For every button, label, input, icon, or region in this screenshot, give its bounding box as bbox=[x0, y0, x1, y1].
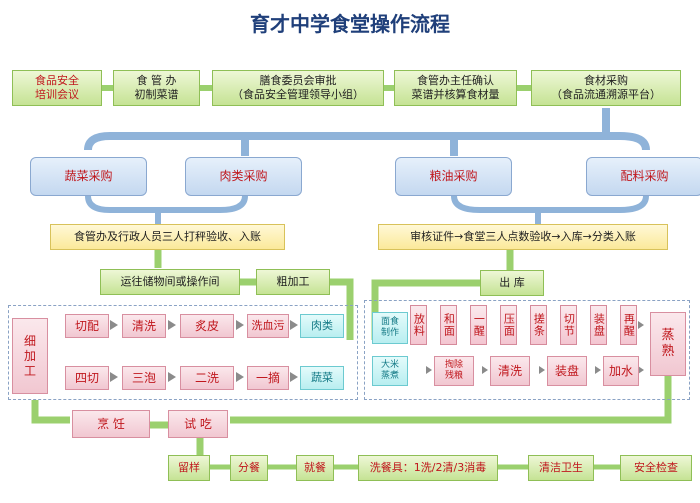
rough-to-meat bbox=[330, 278, 354, 340]
step-draft-menu: 食 管 办 初制菜谱 bbox=[113, 70, 200, 106]
transport-box: 运往储物间或操作间 bbox=[100, 269, 240, 295]
rice-step-3: 装盘 bbox=[547, 356, 587, 386]
step-serve: 分餐 bbox=[230, 455, 268, 481]
noodle-step-5: 搓条 bbox=[530, 305, 547, 345]
veg-source: 蔬菜 bbox=[300, 366, 344, 390]
staple-region bbox=[364, 300, 690, 400]
page-title: 育才中学食堂操作流程 bbox=[250, 12, 450, 36]
step-purchase: 食材采购 （食品流通溯源平台） bbox=[531, 70, 681, 106]
step-director-confirm: 食管办主任确认 菜谱并核算食材量 bbox=[394, 70, 517, 106]
seasoning-purchase: 配料采购 bbox=[586, 157, 700, 196]
grain-oil-purchase: 粮油采购 bbox=[395, 157, 512, 196]
out-of-stock: 出 库 bbox=[480, 270, 544, 296]
noodle-step-3: 一醒 bbox=[470, 305, 487, 345]
noodle-step-1: 放料 bbox=[410, 305, 427, 345]
taste-box: 试 吃 bbox=[168, 410, 228, 438]
steam-box: 蒸 熟 bbox=[650, 312, 686, 376]
step-safety-training: 食品安全 培训会议 bbox=[12, 70, 102, 106]
fine-down bbox=[31, 400, 70, 424]
meat-step-singe: 炙皮 bbox=[180, 314, 234, 338]
step-sample: 留样 bbox=[168, 455, 210, 481]
rice-label: 大米 蒸煮 bbox=[372, 356, 408, 386]
inspect-left-bracket bbox=[85, 195, 248, 213]
step-cleaning: 清洁卫生 bbox=[528, 455, 594, 481]
cook-box: 烹 饪 bbox=[72, 410, 150, 438]
noodle-step-2: 和面 bbox=[440, 305, 457, 345]
veg-step-one: 一摘 bbox=[247, 366, 289, 390]
meat-step-wash: 清洗 bbox=[122, 314, 166, 338]
fine-process: 细 加 工 bbox=[12, 318, 48, 394]
noodle-step-6: 切节 bbox=[560, 305, 577, 345]
step-wash-dishes: 洗餐具：1洗/2清/3消毒 bbox=[358, 455, 498, 481]
meat-purchase: 肉类采购 bbox=[185, 157, 302, 196]
noodle-label: 面食 制作 bbox=[372, 312, 408, 344]
veg-step-three: 三泡 bbox=[122, 366, 166, 390]
meat-step-cut: 切配 bbox=[65, 314, 109, 338]
veg-step-four: 四切 bbox=[65, 366, 109, 390]
inspect-right-bracket bbox=[451, 195, 649, 213]
noodle-step-8: 再醒 bbox=[620, 305, 637, 345]
purchase-bracket-top bbox=[84, 132, 650, 151]
veg-purchase: 蔬菜采购 bbox=[30, 157, 147, 196]
inspect-right: 审核证件→食堂三人点数验收→入库→分类入账 bbox=[378, 224, 668, 250]
meat-step-blood: 洗血污 bbox=[247, 314, 289, 338]
rice-step-4: 加水 bbox=[603, 356, 639, 386]
inspect-left: 食管办及行政人员三人打秤验收、入账 bbox=[50, 224, 285, 250]
step-safety-check: 安全检查 bbox=[620, 455, 692, 481]
noodle-step-7: 装盘 bbox=[590, 305, 607, 345]
rice-step-2: 清洗 bbox=[490, 356, 530, 386]
step-dine: 就餐 bbox=[296, 455, 334, 481]
steam-down bbox=[230, 370, 672, 424]
rice-step-1: 掏除 残粮 bbox=[434, 356, 474, 386]
fine-process-region bbox=[8, 305, 358, 400]
veg-step-two: 二洗 bbox=[180, 366, 234, 390]
meat-source: 肉类 bbox=[300, 314, 344, 338]
rough-process: 粗加工 bbox=[256, 269, 330, 295]
noodle-step-4: 压面 bbox=[500, 305, 517, 345]
step-committee-approval: 膳食委员会审批 （食品安全管理领导小组） bbox=[212, 70, 384, 106]
